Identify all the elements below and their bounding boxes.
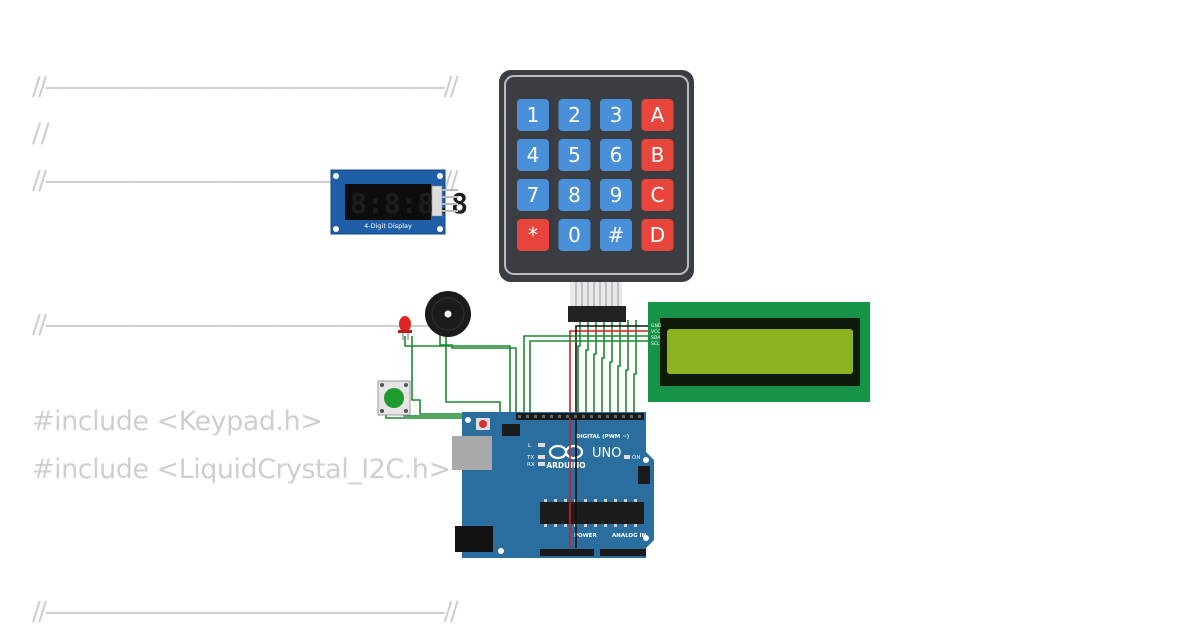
lcd-pin-scl: SCL (651, 341, 660, 347)
red-led (398, 316, 412, 340)
keypad-key-1 (558, 99, 591, 131)
lcd-pin-gnd: GND (651, 323, 662, 329)
keypad-key-label: D (650, 223, 665, 247)
on-led-label: ON (632, 455, 640, 461)
keypad-key-label: 0 (568, 223, 581, 247)
keypad-key-9 (558, 179, 591, 211)
keypad-key-label: 8 (568, 183, 581, 207)
keypad-keys: 1 2 3 A 4 5 6 B 7 8 9 C * 0 # D (517, 99, 674, 251)
keypad-key-label: 7 (527, 183, 540, 207)
lcd-16x2-i2c: GND VCC SDA SCL (648, 302, 870, 402)
keypad-key-3 (641, 99, 674, 131)
keypad-key-label: 3 (610, 103, 623, 127)
keypad-key-11 (641, 179, 674, 211)
keypad-key-label: 1 (527, 103, 540, 127)
arduino-uno-board: ARDUINO UNO DIGITAL (PWM ~) POWER ANALOG… (452, 412, 654, 558)
keypad-key-label: 6 (610, 143, 623, 167)
code-comment-rule-3: //--------------------------------------… (32, 310, 459, 340)
keypad-key-5 (558, 139, 591, 171)
keypad-key-label: 5 (568, 143, 581, 167)
keypad-key-13 (558, 219, 591, 251)
push-button (377, 380, 411, 416)
keypad-key-label: C (651, 183, 665, 207)
keypad-key-label: * (528, 223, 538, 247)
keypad-key-label: 4 (527, 143, 540, 167)
code-comment-rule-4: //--------------------------------------… (32, 597, 459, 627)
keypad-key-7 (641, 139, 674, 171)
keypad-key-12 (517, 219, 549, 251)
tx-led-label: TX (526, 455, 534, 461)
code-include-lcd: #include <LiquidCrystal_I2C.h> (32, 454, 451, 485)
power-header-label: POWER (574, 533, 598, 539)
four-digit-display: 8:8:8.8 4-Digit Display (330, 169, 468, 235)
lcd-pin-sda: SDA (651, 335, 661, 341)
digital-header-label: DIGITAL (PWM ~) (576, 434, 630, 440)
keypad-key-label: 9 (610, 183, 623, 207)
lcd-pin-vcc: VCC (651, 329, 660, 335)
keypad-key-4 (517, 139, 549, 171)
keypad-key-label: # (608, 223, 625, 247)
keypad-key-label: 2 (568, 103, 581, 127)
keypad-key-2 (600, 99, 632, 131)
keypad-key-10 (600, 179, 632, 211)
code-comment-line: // (32, 118, 50, 149)
l-led-label: L (528, 443, 532, 449)
arduino-brand-text: ARDUINO (546, 461, 585, 470)
keypad-key-label: B (651, 143, 665, 167)
code-comment-rule-1: //--------------------------------------… (32, 72, 459, 102)
keypad-4x4: 1 2 3 A 4 5 6 B 7 8 9 C * 0 # D (499, 70, 694, 322)
keypad-key-14 (600, 219, 632, 251)
code-include-keypad: #include <Keypad.h> (32, 406, 323, 437)
piezo-buzzer (425, 291, 471, 337)
keypad-key-15 (641, 219, 674, 251)
display-label: 4-Digit Display (364, 222, 412, 230)
keypad-key-label: A (651, 103, 665, 127)
arduino-model-text: UNO (592, 446, 621, 461)
keypad-key-6 (600, 139, 632, 171)
keypad-key-8 (517, 179, 549, 211)
wires-overlay (569, 418, 577, 548)
rx-led-label: RX (527, 462, 535, 468)
keypad-key-0 (517, 99, 549, 131)
analog-header-label: ANALOG IN (612, 533, 647, 539)
